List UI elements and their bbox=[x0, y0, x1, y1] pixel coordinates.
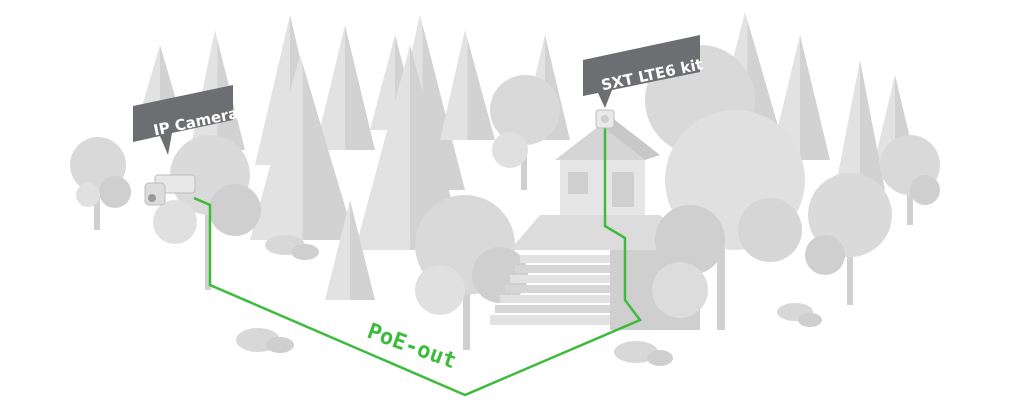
background-pine-trees bbox=[135, 12, 920, 300]
rocks bbox=[236, 235, 822, 366]
poe-out-label: PoE-out bbox=[364, 319, 460, 374]
round-trees-left bbox=[70, 75, 560, 350]
poe-cable bbox=[193, 128, 642, 397]
cctv-camera-icon bbox=[144, 174, 196, 206]
round-trees-right bbox=[645, 45, 940, 330]
lte-antenna-icon bbox=[595, 109, 615, 129]
stairs bbox=[490, 255, 610, 325]
